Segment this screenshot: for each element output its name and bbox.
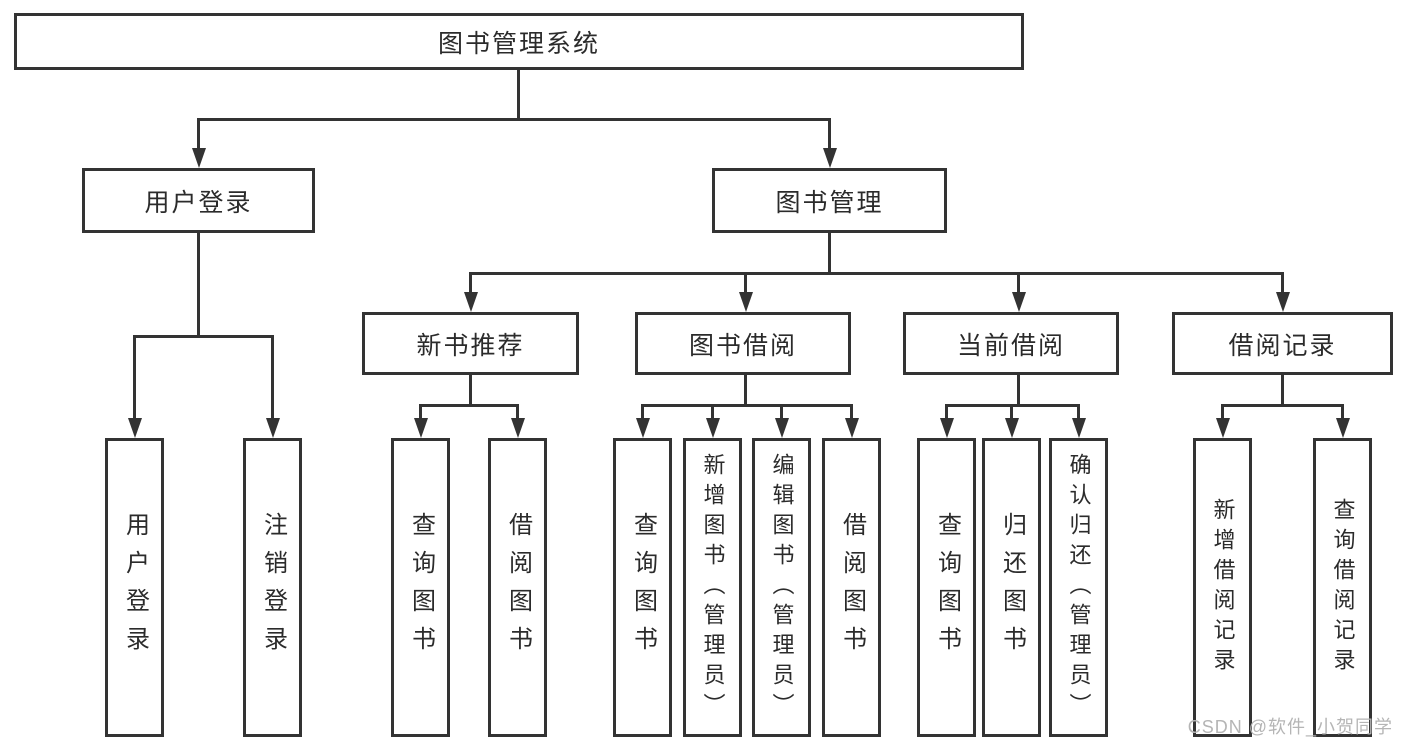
leaf-borrow-books-recommend: 借阅图书	[488, 438, 547, 737]
connector-vline	[133, 335, 136, 420]
connector-vline	[516, 404, 519, 420]
connector-vline	[780, 404, 783, 420]
arrowhead-down-icon	[706, 418, 720, 438]
leaf-edit-book-admin-label: 编辑图书（管理员）	[769, 452, 795, 723]
connector-hline	[419, 404, 519, 407]
arrowhead-down-icon	[414, 418, 428, 438]
node-book-borrow: 图书借阅	[635, 312, 851, 375]
connector-vline	[517, 70, 520, 120]
leaf-logout-label: 注销登录	[259, 511, 287, 664]
connector-hline	[133, 335, 274, 338]
leaf-borrow-books: 借阅图书	[822, 438, 881, 737]
arrowhead-down-icon	[775, 418, 789, 438]
leaf-return-books-label: 归还图书	[998, 511, 1026, 664]
connector-vline	[1017, 375, 1020, 407]
connector-vline	[744, 272, 747, 294]
arrowhead-down-icon	[192, 148, 206, 168]
leaf-user-login-label: 用户登录	[121, 511, 149, 664]
node-borrow-records: 借阅记录	[1172, 312, 1393, 375]
connector-vline	[828, 118, 831, 150]
arrowhead-down-icon	[128, 418, 142, 438]
node-current-borrow: 当前借阅	[903, 312, 1119, 375]
leaf-add-borrow-record: 新增借阅记录	[1193, 438, 1252, 737]
node-root: 图书管理系统	[14, 13, 1024, 70]
leaf-user-login: 用户登录	[105, 438, 164, 737]
leaf-query-borrow-record-label: 查询借阅记录	[1330, 497, 1356, 678]
arrowhead-down-icon	[511, 418, 525, 438]
node-root-label: 图书管理系统	[437, 29, 600, 58]
arrowhead-down-icon	[636, 418, 650, 438]
leaf-query-borrow-record: 查询借阅记录	[1313, 438, 1372, 737]
connector-vline	[1221, 404, 1224, 420]
leaf-query-books-current: 查询图书	[917, 438, 976, 737]
arrowhead-down-icon	[823, 148, 837, 168]
leaf-query-books-borrow-label: 查询图书	[629, 511, 657, 664]
node-book-borrow-label: 图书借阅	[688, 331, 797, 360]
leaf-return-books: 归还图书	[982, 438, 1041, 737]
connector-hline	[641, 404, 853, 407]
connector-vline	[828, 233, 831, 275]
leaf-query-books-recommend-label: 查询图书	[407, 511, 435, 664]
leaf-logout: 注销登录	[243, 438, 302, 737]
node-book-management: 图书管理	[712, 168, 947, 233]
connector-vline	[197, 233, 200, 338]
arrowhead-down-icon	[1336, 418, 1350, 438]
arrowhead-down-icon	[1276, 292, 1290, 312]
connector-vline	[641, 404, 644, 420]
connector-vline	[469, 272, 472, 294]
leaf-add-book-admin: 新增图书（管理员）	[683, 438, 742, 737]
connector-vline	[850, 404, 853, 420]
connector-vline	[711, 404, 714, 420]
connector-vline	[744, 375, 747, 407]
arrowhead-down-icon	[266, 418, 280, 438]
node-user-login: 用户登录	[82, 168, 315, 233]
arrowhead-down-icon	[940, 418, 954, 438]
connector-vline	[1281, 375, 1284, 407]
arrowhead-down-icon	[464, 292, 478, 312]
leaf-confirm-return-admin-label: 确认归还（管理员）	[1066, 452, 1092, 723]
node-book-management-label: 图书管理	[775, 188, 884, 217]
connector-hline	[197, 118, 831, 121]
connector-vline	[1010, 404, 1013, 420]
arrowhead-down-icon	[1216, 418, 1230, 438]
connector-vline	[945, 404, 948, 420]
leaf-edit-book-admin: 编辑图书（管理员）	[752, 438, 811, 737]
leaf-add-book-admin-label: 新增图书（管理员）	[700, 452, 726, 723]
node-user-login-label: 用户登录	[144, 188, 253, 217]
arrowhead-down-icon	[739, 292, 753, 312]
connector-hline	[1221, 404, 1344, 407]
connector-vline	[1077, 404, 1080, 420]
arrowhead-down-icon	[1072, 418, 1086, 438]
connector-vline	[469, 375, 472, 407]
arrowhead-down-icon	[1012, 292, 1026, 312]
node-borrow-records-label: 借阅记录	[1228, 331, 1337, 360]
csdn-watermark: CSDN @软件_小贺同学	[1187, 717, 1393, 737]
arrowhead-down-icon	[1005, 418, 1019, 438]
connector-vline	[1341, 404, 1344, 420]
leaf-confirm-return-admin: 确认归还（管理员）	[1049, 438, 1108, 737]
leaf-add-borrow-record-label: 新增借阅记录	[1210, 497, 1236, 678]
connector-vline	[419, 404, 422, 420]
connector-vline	[1017, 272, 1020, 294]
leaf-query-books-current-label: 查询图书	[933, 511, 961, 664]
arrowhead-down-icon	[845, 418, 859, 438]
connector-hline	[469, 272, 1284, 275]
connector-vline	[271, 335, 274, 420]
leaf-borrow-books-recommend-label: 借阅图书	[504, 511, 532, 664]
node-new-book-recommend: 新书推荐	[362, 312, 579, 375]
leaf-query-books-borrow: 查询图书	[613, 438, 672, 737]
connector-vline	[197, 118, 200, 150]
connector-vline	[1281, 272, 1284, 294]
node-new-book-recommend-label: 新书推荐	[416, 331, 525, 360]
node-current-borrow-label: 当前借阅	[956, 331, 1065, 360]
leaf-query-books-recommend: 查询图书	[391, 438, 450, 737]
leaf-borrow-books-label: 借阅图书	[838, 511, 866, 664]
